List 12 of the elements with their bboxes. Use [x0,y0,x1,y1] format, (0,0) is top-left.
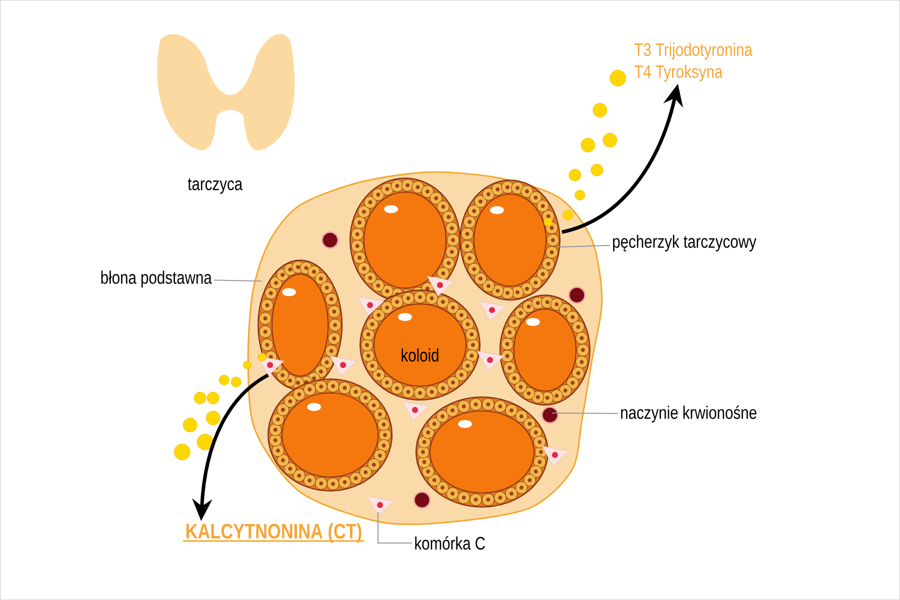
label: koloid [402,348,438,362]
text-label: naczynie krwionośne [621,405,756,422]
text-label: T3 Trijodotyronina T4 Tyroksyna [634,42,752,82]
leader-line [214,280,263,282]
label: tarczyca [188,178,243,194]
leader-line [551,412,618,414]
text-label: pęcherzyk tarczycowy [613,234,756,252]
leader-line [378,511,413,544]
leader-line [555,244,610,248]
text-label: komórka C [415,536,485,550]
underlined-text: KALCYTNONINA (CT) [183,523,364,543]
text-label: błona podstawna [101,270,212,288]
